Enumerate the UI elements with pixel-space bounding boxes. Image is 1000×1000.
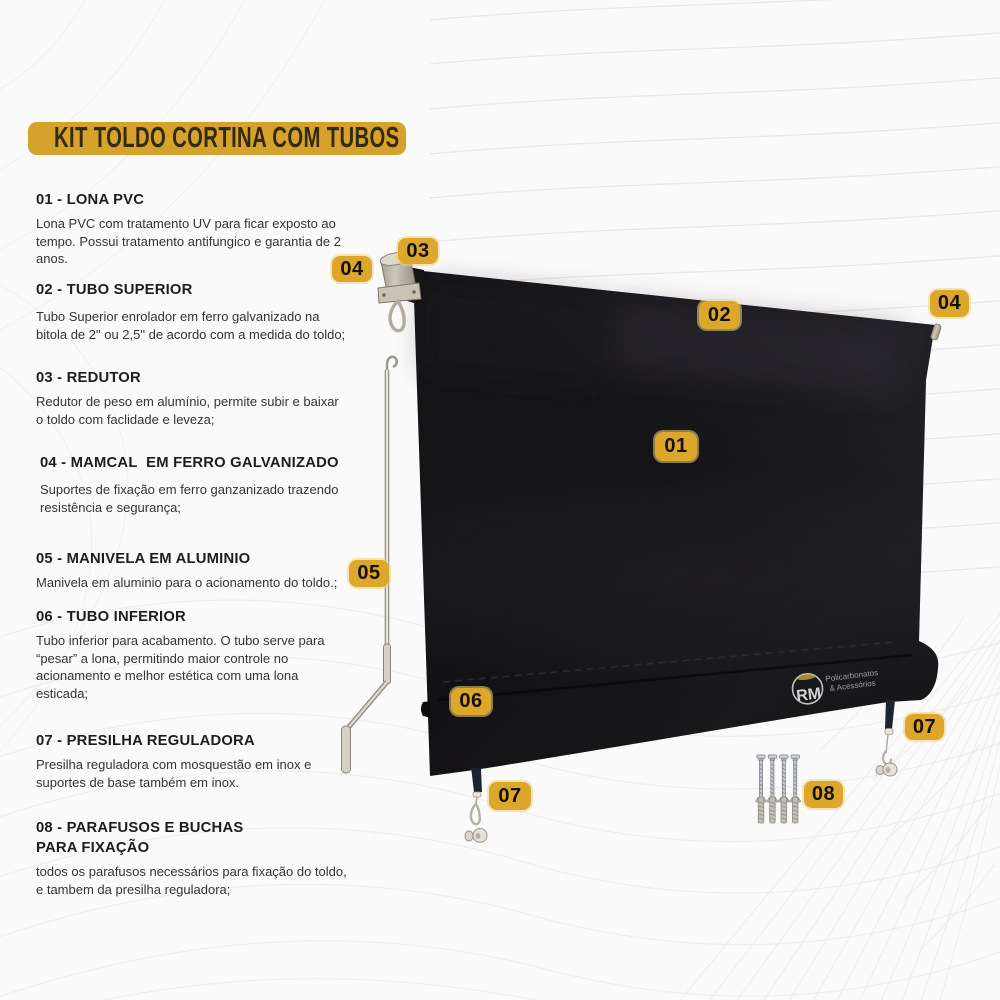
svg-text:RM: RM: [795, 685, 822, 705]
